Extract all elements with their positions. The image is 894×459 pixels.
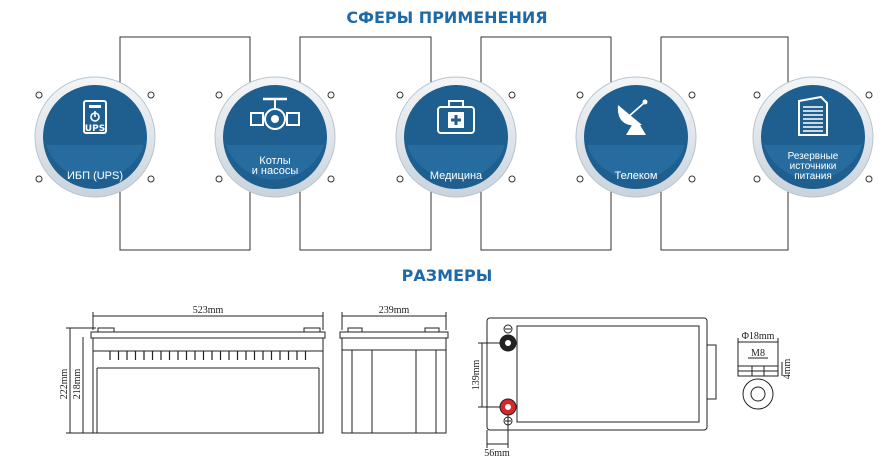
terminal-spacing-label: 139mm — [471, 360, 482, 391]
battery-front-view — [66, 312, 326, 434]
connector-lines — [119, 36, 789, 251]
valve-pipe-icon — [250, 97, 300, 130]
dimension-drawings — [66, 312, 783, 448]
applications-heading: СФЕРЫ ПРИМЕНЕНИЯ — [346, 8, 548, 27]
dimension-labels: 523mm 239mm 222mm 218mm 139mm 56mm Φ18mm… — [59, 305, 793, 459]
battery-top-view — [478, 317, 717, 448]
application-label: Котлы — [259, 155, 290, 167]
ups-badge-text: UPS — [85, 124, 105, 134]
case-height-label: 218mm — [72, 369, 83, 400]
application-label: источники — [790, 161, 837, 172]
bolt-thread-label: M8 — [751, 348, 765, 359]
terminal-height-label: 4mm — [782, 359, 793, 380]
application-label: ИБП (UPS) — [67, 170, 123, 182]
total-height-label: 222mm — [59, 369, 70, 400]
ups-icon: UPS — [83, 100, 107, 134]
battery-side-view — [339, 312, 449, 434]
length-label: 523mm — [193, 305, 224, 316]
application-label: Телеком — [614, 170, 657, 182]
width-label: 239mm — [379, 305, 410, 316]
application-item: Медицина — [395, 76, 517, 198]
application-item: Телеком — [575, 76, 697, 198]
dimensions-heading: РАЗМЕРЫ — [401, 266, 493, 285]
terminal-offset-label: 56mm — [484, 448, 510, 459]
application-label: Резервные — [788, 151, 839, 162]
satellite-dish-icon — [617, 99, 648, 135]
server-cabinet-icon — [798, 95, 828, 136]
terminal-detail — [737, 338, 783, 410]
application-item: UPS ИБП (UPS) — [34, 76, 156, 198]
application-label: и насосы — [252, 165, 299, 177]
medical-case-icon — [437, 100, 475, 134]
application-label: Медицина — [430, 170, 483, 182]
application-label: питания — [794, 171, 832, 182]
terminal-diameter-label: Φ18mm — [742, 331, 775, 342]
